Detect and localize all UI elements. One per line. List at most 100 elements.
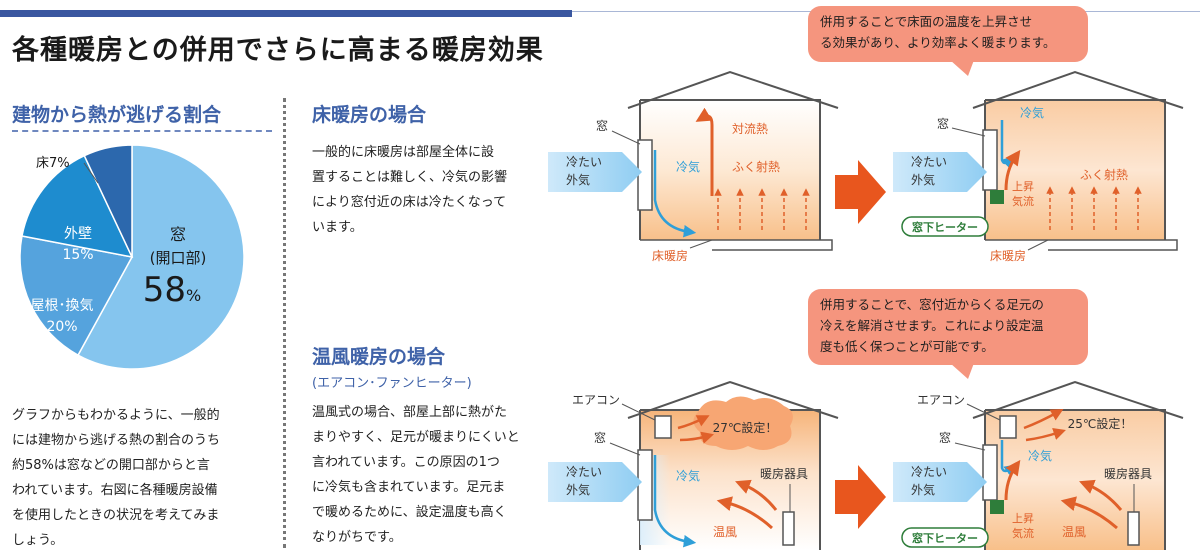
bubble-tail — [950, 60, 974, 76]
cold-outside-label: 外気 — [566, 482, 590, 497]
rising-air-label: 気流 — [1012, 194, 1034, 208]
cold-outside-air-arrow — [548, 462, 642, 502]
warm-air-label: 温風 — [713, 525, 737, 539]
text-line: 置することは難しく、冷気の影響 — [312, 170, 508, 185]
floor-heating-paragraph: 一般的に床暖房は部屋全体に設 置することは難しく、冷気の影響 により窓付近の床は… — [312, 140, 542, 240]
floor-combo-bubble: 併用することで床面の温度を上昇させ る効果があり、より効率よく暖まります。 — [808, 6, 1088, 62]
text-line: われています。右図に各種暖房設備 — [12, 483, 218, 498]
house-warm-air-plus-heater: 25℃設定！ 冷たい 外気 エアコン 窓 冷気 上昇 気流 暖房器具 温風 窓下… — [893, 380, 1184, 550]
house-warm-air: 27℃設定！ 冷たい 外気 エアコン 窓 冷気 暖房器具 温風 — [548, 380, 839, 550]
rising-air-arrow — [1004, 459, 1021, 501]
text-line: まりやすく、足元が暖まりにくいと — [312, 430, 520, 445]
left-paragraph: グラフからもわかるように、一般的 には建物から逃げる熱の割合のうち 約58%は窓… — [12, 403, 280, 553]
pie-label-window-sub: (開口部) — [150, 249, 207, 267]
page-title: 各種暖房との併用でさらに高まる暖房効果 — [12, 35, 544, 66]
aircon-label: エアコン — [917, 393, 965, 407]
house-floor-plus-heater: 冷たい 外気 窓 冷気 上昇 気流 ふく射熱 窓下ヒーター 床暖房 — [893, 70, 1184, 263]
big-arrow-icon — [835, 160, 886, 224]
cold-air-label: 冷気 — [676, 159, 700, 174]
warm-air-arrow — [1060, 496, 1118, 530]
cold-air-label: 冷気 — [676, 468, 700, 483]
text-line: には建物から逃げる熱の割合のうち — [12, 433, 221, 448]
pie-label-wall: 外壁 — [64, 226, 92, 242]
column-divider — [283, 98, 286, 548]
rising-air-label: 上昇 — [1012, 180, 1034, 193]
text-line: 温風式の場合、部屋上部に熱がた — [312, 405, 508, 420]
bubble-tail — [950, 363, 974, 379]
text-line: に冷気も含まれています。足元ま — [312, 480, 506, 495]
cold-outside-label: 冷たい — [911, 155, 947, 169]
heater-label: 窓下ヒーター — [912, 531, 978, 545]
pie-leader-line — [83, 162, 99, 184]
pie-value-wall: 15% — [62, 247, 93, 263]
pie-slice-window — [77, 144, 245, 370]
cold-outside-air-arrow — [548, 152, 642, 192]
warm-air-arrow — [716, 496, 774, 530]
window — [637, 449, 653, 521]
text-line: います。 — [312, 220, 363, 235]
window-label: 窓 — [596, 118, 608, 133]
text-line: 言われています。この原因の1つ — [312, 455, 500, 470]
heat-loss-heading: 建物から熱が逃げる割合 — [12, 100, 272, 132]
cold-outside-label: 冷たい — [566, 465, 602, 479]
set-temp-label: 27℃設定！ — [713, 420, 778, 435]
heater-tag — [901, 527, 989, 548]
pie-value-window: 58% — [143, 270, 201, 310]
text-line: る効果があり、より効率よく暖まります。 — [820, 35, 1056, 50]
title-bar — [0, 10, 572, 17]
heating-illustrations: 冷たい 外気 窓 対流熱 冷気 ふく射熱 床暖房 冷たい 外気 窓 冷気 — [548, 70, 1184, 550]
heater-device-icon — [782, 511, 795, 546]
pie-label-floor: 床7% — [36, 156, 70, 171]
window-label: 窓 — [594, 430, 606, 445]
cold-air-label: 冷気 — [1028, 448, 1052, 463]
hot-air-cloud — [693, 396, 793, 450]
aircon-label: エアコン — [572, 393, 620, 407]
radiant-label: ふく射熱 — [1080, 167, 1128, 182]
warm-air-arrow — [735, 479, 778, 511]
pie-slice-roof — [19, 235, 134, 357]
cold-outside-label: 冷たい — [566, 155, 602, 169]
text-line: なりがちです。 — [312, 530, 402, 545]
pie-value-roof: 20% — [46, 319, 77, 335]
cold-outside-label: 外気 — [566, 172, 590, 187]
window-heater-icon — [990, 500, 1004, 514]
cold-outside-air-arrow — [893, 462, 987, 502]
window-label: 窓 — [937, 116, 949, 131]
warm-air-heading: 温風暖房の場合 — [312, 346, 446, 368]
aircon-icon — [654, 415, 672, 439]
window-heater-icon — [990, 190, 1004, 204]
heating-device-label: 暖房器具 — [760, 466, 808, 481]
heater-label: 窓下ヒーター — [912, 220, 978, 234]
rising-air-arrow — [1004, 149, 1021, 191]
rising-air-label: 気流 — [1012, 526, 1034, 540]
text-line: で暖めるために、設定温度も高く — [312, 505, 507, 520]
aircon-combo-bubble: 併用することで、窓付近からくる足元の 冷えを解消させます。これにより設定温 度も… — [808, 289, 1088, 365]
rising-air-label: 上昇 — [1012, 512, 1034, 525]
big-arrow-icon — [835, 465, 886, 529]
text-line: 併用することで、窓付近からくる足元の — [820, 297, 1044, 312]
text-line: グラフからもわかるように、一般的 — [12, 408, 220, 423]
convection-arrow — [695, 107, 714, 196]
text-line: しょう。 — [12, 533, 64, 548]
floor-heating-label: 床暖房 — [652, 248, 688, 263]
warm-air-subheading: (エアコン･ファンヒーター) — [312, 376, 472, 391]
cold-outside-label: 冷たい — [911, 465, 947, 479]
radiant-heat-arrows — [714, 188, 810, 230]
floor-heating-heading: 床暖房の場合 — [312, 104, 427, 126]
set-temp-label: 25℃設定！ — [1068, 416, 1133, 431]
cold-outside-air-arrow — [893, 152, 987, 192]
cold-outside-label: 外気 — [911, 172, 935, 187]
text-line: を使用したときの状況を考えてみま — [12, 508, 220, 523]
heater-tag — [901, 216, 989, 237]
text-line: 一般的に床暖房は部屋全体に設 — [312, 145, 495, 160]
pie-slice-wall — [21, 154, 134, 259]
aircon-icon — [999, 415, 1017, 439]
warm-air-arrow — [1079, 479, 1123, 511]
pie-label-window: 窓 — [170, 225, 186, 244]
warm-air-label: 温風 — [1062, 525, 1086, 539]
text-line: 度も低く保つことが可能です。 — [820, 339, 994, 354]
convection-label: 対流熱 — [732, 122, 768, 136]
cold-air-arrow — [653, 455, 697, 548]
text-line: 併用することで床面の温度を上昇させ — [820, 14, 1033, 29]
